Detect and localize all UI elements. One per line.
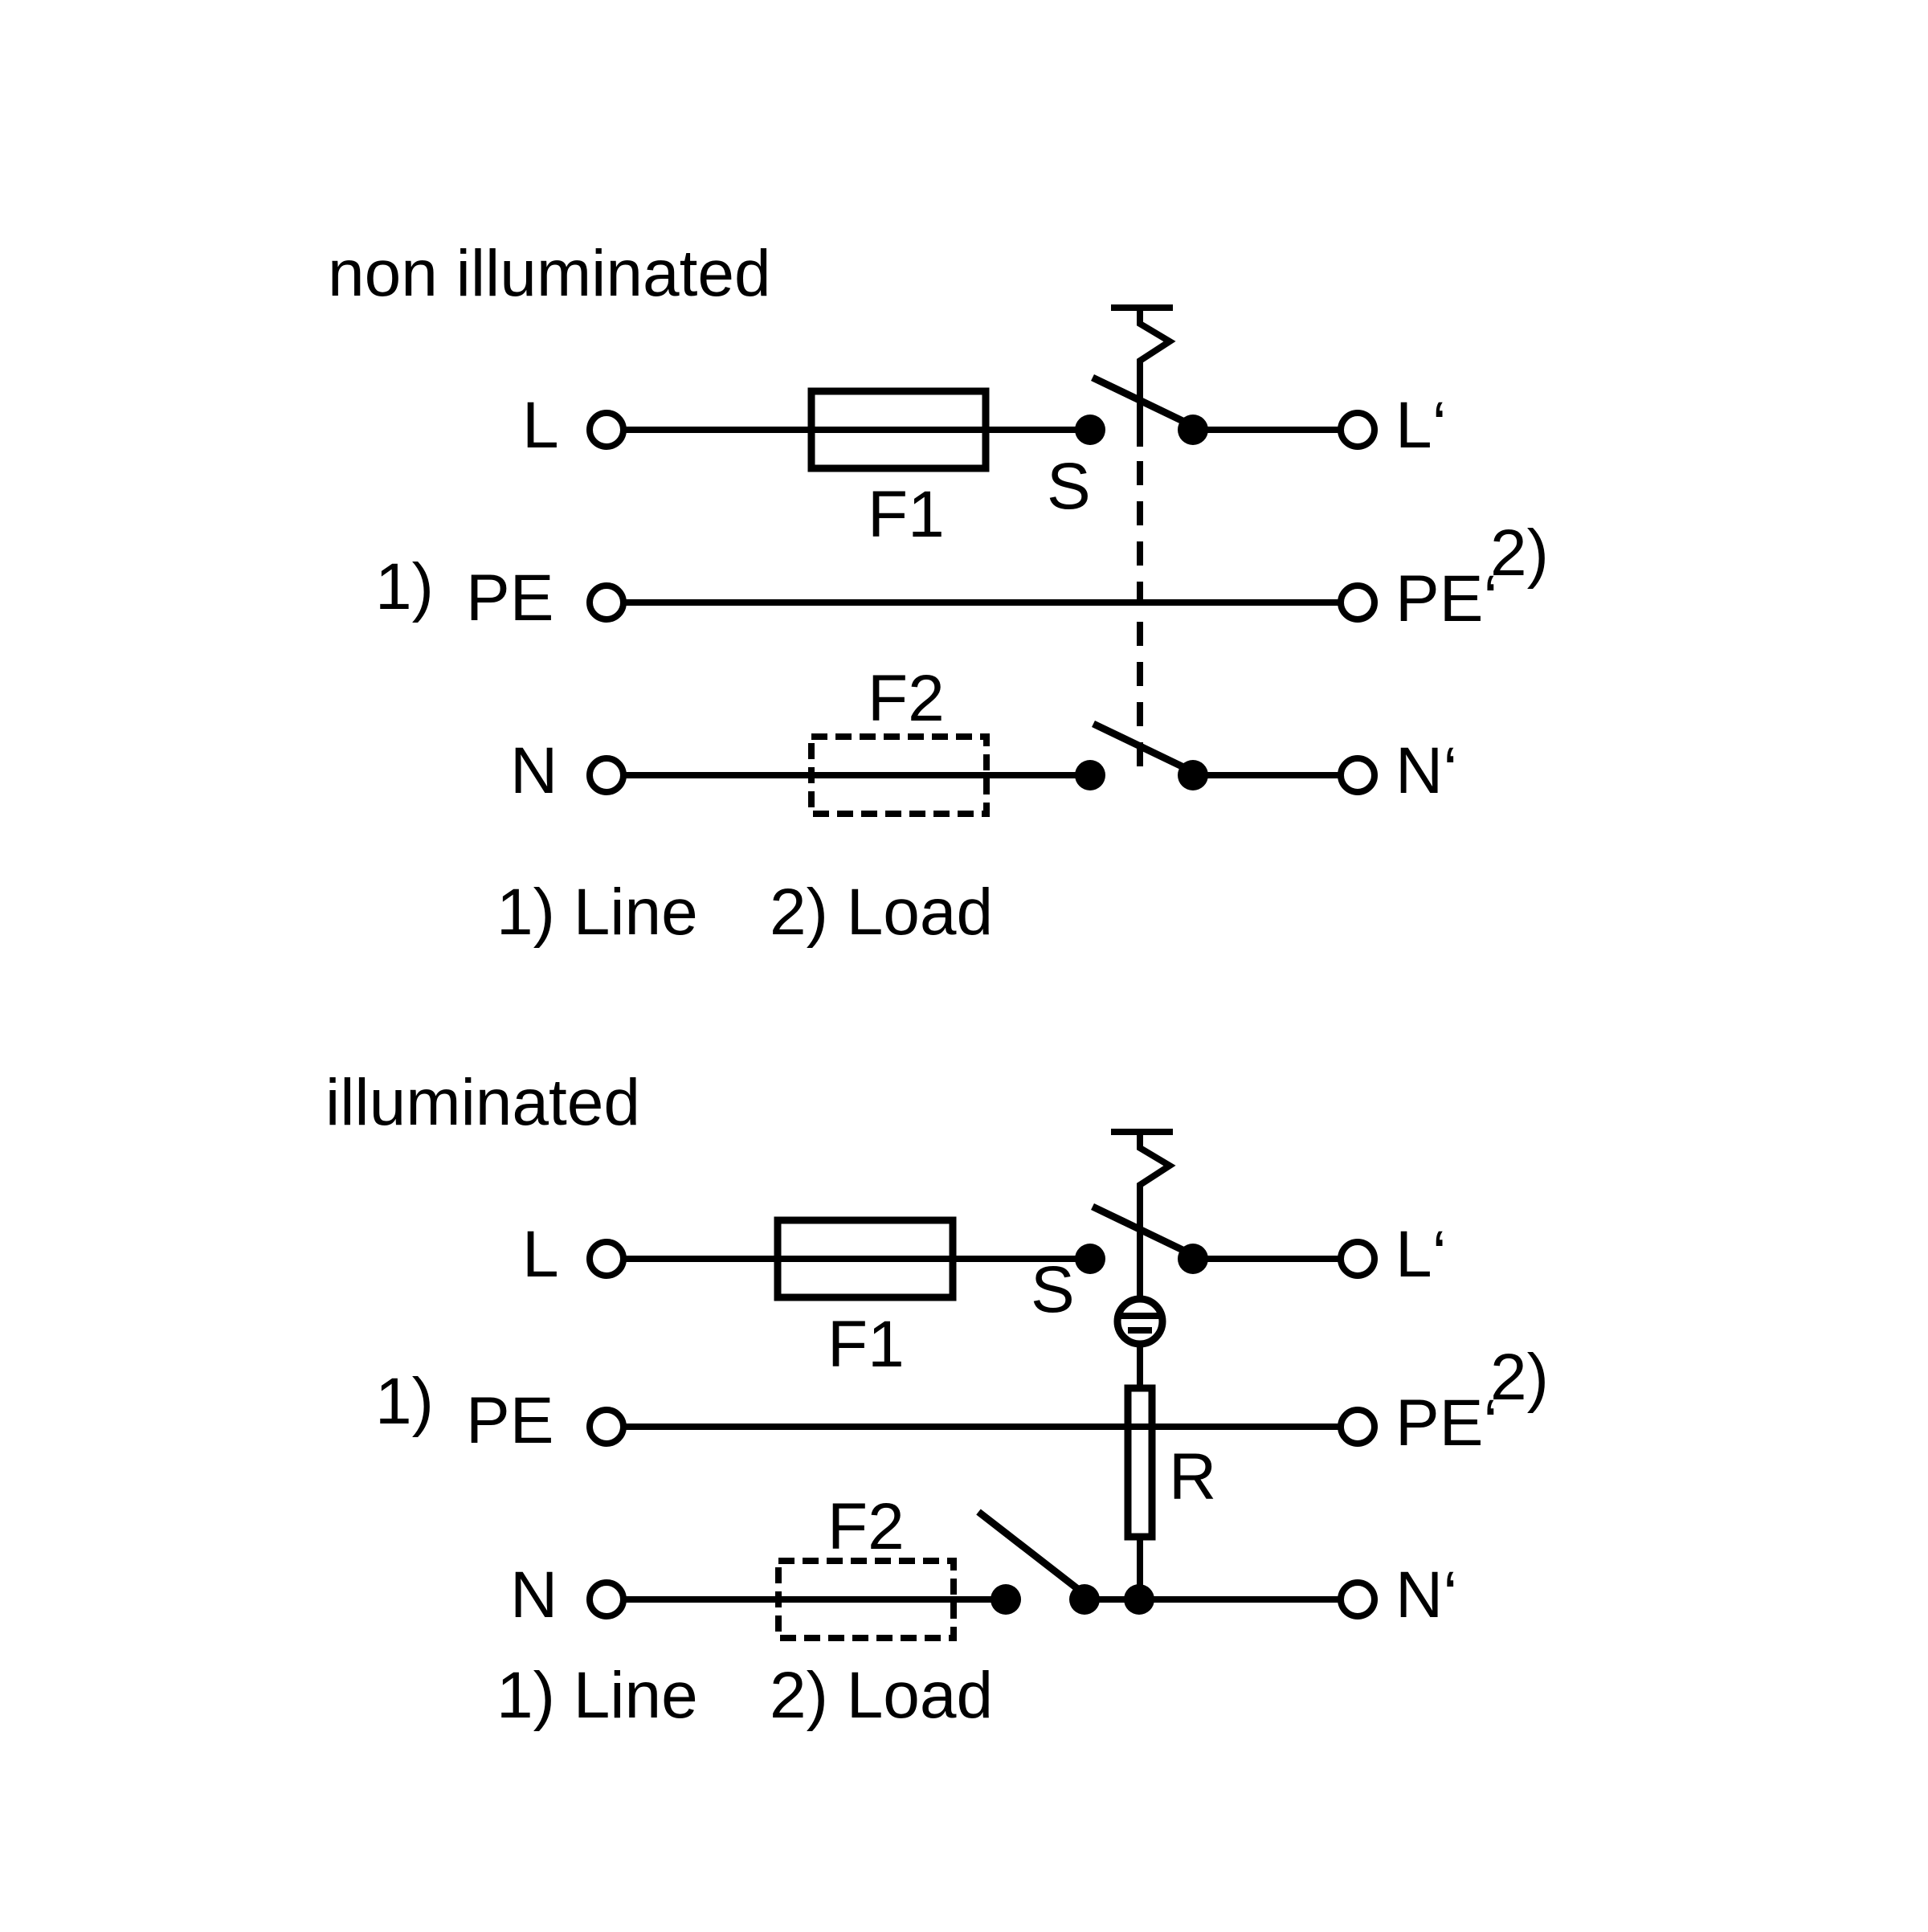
switch-contact-dot <box>991 1584 1021 1615</box>
illuminated-circuit: illuminated L F1 S L‘ R 1) PE PE‘ 2) N <box>325 1066 1549 1732</box>
terminal-label-l-in: L <box>522 1218 559 1291</box>
switch-contact-dot <box>1075 760 1105 790</box>
fuse-f2-label: F2 <box>827 1490 905 1563</box>
terminal-pe-out <box>1338 582 1378 623</box>
glow-lamp-icon <box>1113 1295 1166 1348</box>
fuse-f1-label: F1 <box>868 478 945 551</box>
terminal-label-pe-in: PE <box>466 562 553 635</box>
terminal-l-out <box>1338 1239 1378 1279</box>
switch-label: S <box>1047 450 1091 523</box>
legend-load: 2) Load <box>770 876 993 949</box>
fuse-f2-label: F2 <box>868 662 945 735</box>
terminal-label-pe-out: PE‘ <box>1395 1387 1498 1460</box>
line-ref-note: 1) <box>375 1365 434 1438</box>
terminal-l-in <box>586 410 627 450</box>
actuator-spring-zigzag <box>1137 1132 1176 1299</box>
diagram-title: non illuminated <box>328 237 771 310</box>
switch-blade-l <box>1091 1203 1201 1262</box>
fuse-f1-box <box>774 1216 957 1301</box>
resistor-label: R <box>1169 1440 1216 1513</box>
fuse-f1-box <box>807 387 990 472</box>
load-ref-note: 2) <box>1490 1341 1549 1414</box>
non-illuminated-circuit: non illuminated L F1 S L‘ 1) PE PE‘ 2) N… <box>328 237 1549 949</box>
terminal-pe-in <box>586 582 627 623</box>
load-ref-note: 2) <box>1490 517 1549 590</box>
fuse-f1-label: F1 <box>827 1308 905 1381</box>
actuator-spring-zigzag <box>1137 308 1176 447</box>
resistor-box <box>1124 1384 1156 1541</box>
switch-blade-n <box>976 1509 1089 1599</box>
terminal-l-out <box>1338 410 1378 450</box>
terminal-label-n-out: N‘ <box>1395 1558 1457 1632</box>
switch-blade-l <box>1091 374 1201 433</box>
legend-line: 1) Line <box>496 876 698 949</box>
terminal-label-pe-in: PE <box>466 1384 553 1457</box>
terminal-pe-out <box>1338 1407 1378 1447</box>
terminal-n-in <box>586 1579 627 1620</box>
switch-contact-dot <box>1075 415 1105 445</box>
switch-blade-n <box>1092 720 1199 778</box>
terminal-label-n-in: N <box>510 734 558 807</box>
legend-line: 1) Line <box>496 1659 698 1732</box>
switch-label: S <box>1031 1253 1075 1326</box>
diagram-title: illuminated <box>325 1066 640 1139</box>
terminal-label-l-out: L‘ <box>1395 1218 1447 1291</box>
terminal-label-n-in: N <box>510 1558 558 1632</box>
fuse-f2-box-dashed <box>808 733 990 817</box>
line-ref-note: 1) <box>375 550 434 623</box>
fuse-f2-box-dashed <box>775 1558 957 1641</box>
terminal-l-in <box>586 1239 627 1279</box>
terminal-label-pe-out: PE‘ <box>1395 562 1498 635</box>
terminal-pe-in <box>586 1407 627 1447</box>
terminal-n-in <box>586 755 627 795</box>
terminal-label-n-out: N‘ <box>1395 734 1457 807</box>
terminal-n-out <box>1338 755 1378 795</box>
switch-contact-dot <box>1075 1244 1105 1274</box>
legend-load: 2) Load <box>770 1659 993 1732</box>
terminal-label-l-out: L‘ <box>1395 389 1447 462</box>
terminal-label-l-in: L <box>522 389 559 462</box>
terminal-n-out <box>1338 1579 1378 1620</box>
